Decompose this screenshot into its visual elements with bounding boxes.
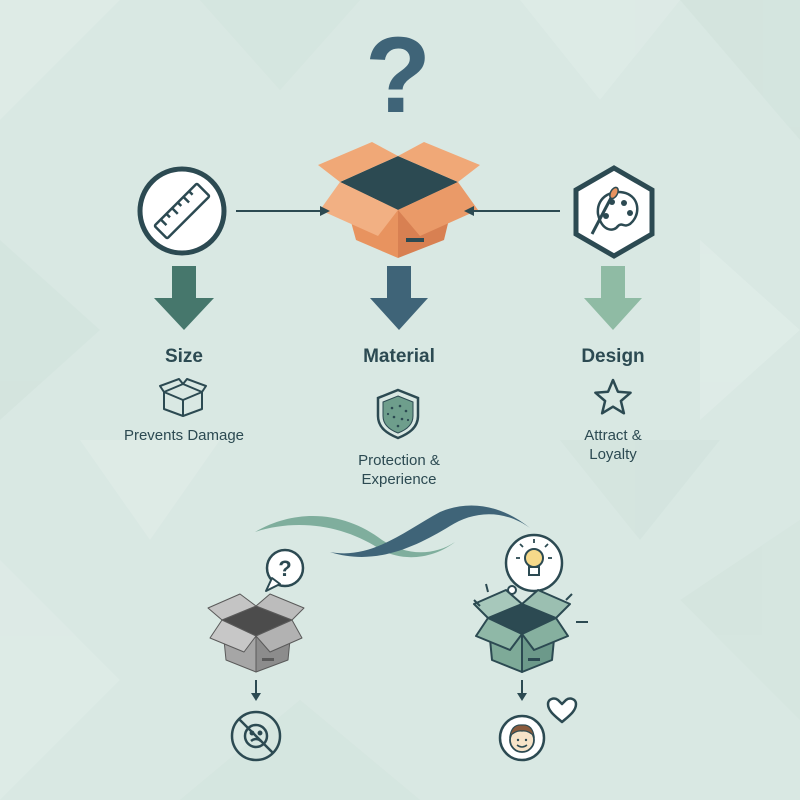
heart-icon bbox=[546, 697, 578, 724]
lightbulb-bubble-icon bbox=[501, 533, 564, 602]
question-mark-icon: ? bbox=[365, 14, 431, 135]
teal-open-box-icon bbox=[473, 589, 571, 673]
material-description-line-1: Protection & bbox=[358, 452, 440, 469]
material-title: Material bbox=[363, 346, 435, 367]
crossed-out-face-icon bbox=[230, 710, 282, 762]
gray-open-box-icon bbox=[207, 593, 305, 673]
swoosh-decoration bbox=[255, 505, 530, 558]
star-icon bbox=[594, 378, 632, 415]
design-description-line-1: Attract & bbox=[584, 427, 642, 444]
shield-icon bbox=[376, 388, 420, 440]
left-down-arrow bbox=[251, 680, 261, 701]
material-description-line-2: Experience bbox=[361, 471, 437, 488]
palette-icon bbox=[573, 165, 655, 259]
question-bubble-icon: ? bbox=[265, 548, 305, 592]
design-down-arrow bbox=[584, 266, 642, 330]
happy-face-icon bbox=[498, 714, 546, 762]
connector-left bbox=[236, 206, 330, 216]
connector-right bbox=[464, 206, 560, 216]
design-description-line-2: Loyalty bbox=[589, 446, 637, 463]
design-title: Design bbox=[581, 346, 645, 367]
size-description: Prevents Damage bbox=[123, 427, 245, 444]
svg-text:?: ? bbox=[278, 556, 291, 581]
right-down-arrow bbox=[517, 680, 527, 701]
size-down-arrow bbox=[154, 266, 214, 330]
material-down-arrow bbox=[370, 266, 428, 330]
ruler-icon bbox=[137, 166, 227, 256]
box-icon bbox=[159, 378, 207, 417]
size-title: Size bbox=[164, 346, 204, 367]
sparkle-lines bbox=[473, 583, 588, 623]
open-box-icon bbox=[318, 142, 480, 258]
